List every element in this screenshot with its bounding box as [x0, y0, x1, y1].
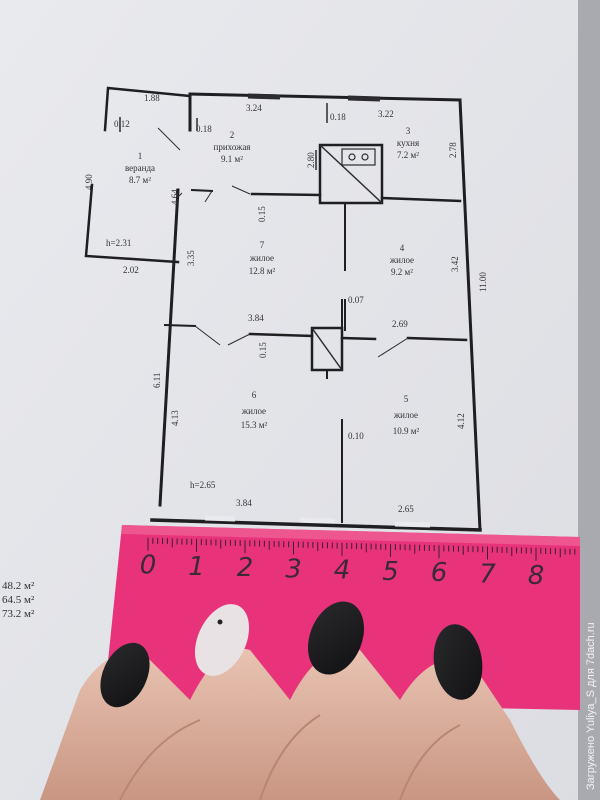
room-number: 5	[404, 394, 409, 404]
dimension-labels: 1.88 3.24 3.22 0.12 0.18 0.18 2.78 4.90 …	[84, 93, 488, 514]
dimension-label: 4.64	[170, 189, 180, 205]
room-area: 9.1 м²	[221, 154, 243, 164]
ruler-number: 6	[431, 558, 448, 588]
watermark-text: Загружено Yuliya_S для 7dach.ru	[585, 622, 597, 790]
room-name: жилое	[393, 410, 418, 420]
dimension-label: 0.10	[348, 431, 364, 441]
dimension-label: h=2.65	[190, 480, 216, 490]
dimension-label: 4.13	[170, 410, 180, 426]
dimension-label: 0.15	[258, 342, 268, 358]
nail-black	[308, 601, 364, 675]
nail-white	[194, 604, 250, 676]
dimension-label: 3.84	[248, 313, 264, 323]
ruler-number: 8	[528, 561, 545, 591]
dimension-label: 2.78	[448, 142, 458, 158]
ruler-number: 3	[285, 554, 302, 584]
room-area: 12.8 м²	[249, 266, 276, 276]
nail-black	[100, 642, 150, 708]
dimension-label: 3.24	[246, 103, 262, 113]
ruler-number: 0	[140, 551, 157, 581]
room-name: жилое	[249, 253, 274, 263]
room-name: веранда	[125, 163, 155, 173]
dimension-label: 3.42	[450, 256, 460, 272]
hand	[40, 601, 560, 800]
dimension-label: h=2.31	[106, 238, 131, 248]
room-area: 9.2 м²	[391, 267, 413, 277]
room-name: прихожая	[214, 142, 251, 152]
room-labels: 1 веранда 8.7 м² 2 прихожая 9.1 м² 3 кух…	[125, 126, 420, 436]
dimension-label: 2.02	[123, 265, 139, 275]
total-area: 48.2 м²	[2, 580, 35, 592]
room-area: 7.2 м²	[397, 150, 419, 160]
room-number: 7	[260, 240, 265, 250]
room-number: 3	[406, 126, 411, 136]
dimension-label: 2.65	[398, 504, 414, 514]
right-edge-shadow	[578, 0, 600, 800]
dimension-label: 2.80	[306, 152, 316, 168]
room-name: жилое	[389, 255, 414, 265]
nail-black	[433, 624, 483, 700]
total-area: 64.5 м²	[2, 594, 35, 606]
dimension-label: 0.18	[330, 112, 346, 122]
dimension-label: 0.07	[348, 295, 364, 305]
ruler-number: 7	[479, 560, 496, 590]
dimension-label: 0.12	[114, 119, 130, 129]
room-number: 2	[230, 130, 235, 140]
room-area: 8.7 м²	[129, 175, 151, 185]
ruler-number: 2	[237, 553, 254, 583]
dimension-label: 3.35	[186, 250, 196, 266]
area-totals: 48.2 м² 64.5 м² 73.2 м²	[2, 580, 35, 620]
dimension-label: 11.00	[478, 272, 488, 292]
total-area: 73.2 м²	[2, 608, 35, 620]
dimension-label: 2.69	[392, 319, 408, 329]
dimension-label: 0.15	[257, 206, 267, 222]
dimension-label: 6.11	[152, 373, 162, 388]
room-number: 1	[138, 151, 143, 161]
room-name: кухня	[397, 138, 419, 148]
plan-walls	[84, 86, 482, 532]
ruler-number: 1	[188, 552, 205, 582]
dimension-label: 4.90	[84, 174, 94, 190]
dimension-label: 0.18	[196, 124, 212, 134]
room-number: 6	[252, 390, 257, 400]
room-area: 10.9 м²	[393, 426, 420, 436]
dimension-label: 3.22	[378, 109, 394, 119]
room-name: жилое	[241, 406, 266, 416]
dimension-label: 3.84	[236, 498, 252, 508]
room-area: 15.3 м²	[241, 420, 268, 430]
dimension-label: 4.12	[456, 413, 466, 429]
dimension-label: 1.88	[144, 93, 160, 103]
ruler-number: 5	[382, 557, 399, 587]
ruler-number: 4	[334, 556, 351, 586]
room-number: 4	[400, 243, 405, 253]
